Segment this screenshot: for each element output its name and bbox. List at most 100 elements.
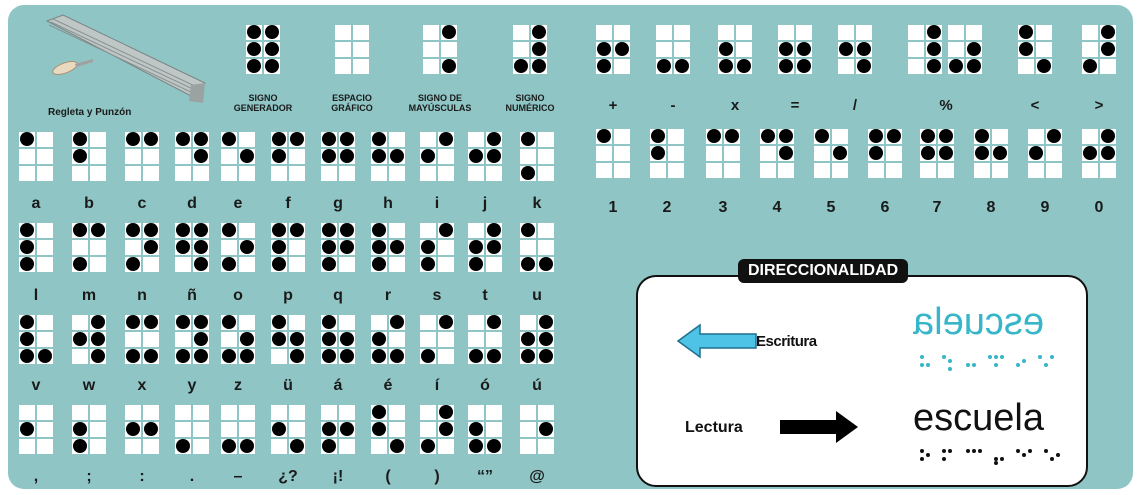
letter-cell <box>19 132 53 181</box>
braille-dot <box>651 129 665 143</box>
number-cell <box>1082 129 1116 178</box>
operator-cell <box>656 25 690 74</box>
sign-cell <box>335 25 369 74</box>
letter-label: : <box>139 468 145 485</box>
braille-dot <box>532 42 546 56</box>
braille-dot <box>469 149 483 163</box>
braille-dot <box>322 132 336 146</box>
braille-dot <box>615 42 629 56</box>
letter-cell <box>72 223 106 272</box>
braille-dot <box>240 149 254 163</box>
braille-dot <box>439 405 453 419</box>
braille-dot <box>247 59 261 73</box>
letter-label: p <box>283 287 293 304</box>
braille-dot <box>290 332 304 346</box>
braille-dot <box>439 223 453 237</box>
sign-cell <box>423 25 457 74</box>
letter-cell <box>371 405 405 454</box>
braille-dot <box>265 59 279 73</box>
number-cell <box>920 129 954 178</box>
braille-dot <box>290 223 304 237</box>
braille-dot <box>657 59 671 73</box>
braille-dot <box>421 439 435 453</box>
number-label: 9 <box>1040 199 1050 216</box>
braille-dot <box>993 146 1007 160</box>
letter-label: z <box>234 377 242 394</box>
number-cell <box>650 129 684 178</box>
letter-cell <box>420 315 454 364</box>
letter-cell <box>520 132 554 181</box>
braille-dot <box>857 42 871 56</box>
braille-dot <box>73 132 87 146</box>
braille-dot <box>322 439 336 453</box>
letter-label: r <box>384 287 392 304</box>
braille-dot <box>521 166 535 180</box>
braille-dot <box>272 223 286 237</box>
operator-label: / <box>852 97 858 114</box>
braille-dot <box>539 332 553 346</box>
letter-cell <box>125 132 159 181</box>
letter-label: e <box>233 195 243 212</box>
braille-dot <box>539 257 553 271</box>
letter-cell <box>371 223 405 272</box>
braille-dot <box>176 223 190 237</box>
letter-cell <box>72 315 106 364</box>
braille-dot <box>73 422 87 436</box>
braille-dot <box>91 315 105 329</box>
braille-dot <box>272 315 286 329</box>
braille-dot <box>421 257 435 271</box>
braille-dot <box>73 439 87 453</box>
braille-dot <box>222 132 236 146</box>
braille-dot <box>20 315 34 329</box>
letter-label: u <box>532 287 542 304</box>
braille-dot <box>340 132 354 146</box>
braille-dot <box>390 315 404 329</box>
braille-dot <box>921 129 935 143</box>
number-label: 2 <box>662 199 672 216</box>
operator-label: > <box>1094 97 1104 114</box>
braille-dot <box>265 42 279 56</box>
braille-dot <box>1047 129 1061 143</box>
letter-cell <box>72 405 106 454</box>
letter-label: ¡! <box>332 468 344 485</box>
braille-dot <box>725 129 739 143</box>
operator-cell <box>838 25 872 74</box>
braille-dot <box>126 315 140 329</box>
letter-label: – <box>233 468 243 485</box>
braille-dot <box>761 129 775 143</box>
braille-dot <box>487 240 501 254</box>
braille-dot <box>539 422 553 436</box>
braille-dot <box>176 349 190 363</box>
operator-cell <box>596 25 630 74</box>
braille-dot <box>797 59 811 73</box>
braille-dot <box>222 223 236 237</box>
braille-dot <box>921 146 935 160</box>
braille-dot <box>38 349 52 363</box>
braille-dot <box>222 315 236 329</box>
braille-dot <box>20 257 34 271</box>
number-label: 8 <box>986 199 996 216</box>
braille-dot <box>1019 42 1033 56</box>
writing-arrow-icon <box>676 323 757 359</box>
braille-dot <box>73 223 87 237</box>
braille-dot <box>521 223 535 237</box>
braille-dot <box>322 349 336 363</box>
number-cell <box>974 129 1008 178</box>
braille-dot <box>272 332 286 346</box>
braille-dot <box>927 59 941 73</box>
letter-cell <box>420 132 454 181</box>
letter-cell <box>221 132 255 181</box>
braille-dot <box>176 132 190 146</box>
braille-dot <box>272 422 286 436</box>
letter-cell <box>125 405 159 454</box>
braille-dot <box>20 332 34 346</box>
braille-dot <box>597 42 611 56</box>
braille-dot <box>176 439 190 453</box>
braille-dot <box>651 146 665 160</box>
letter-cell <box>19 405 53 454</box>
braille-dot <box>372 405 386 419</box>
braille-dot <box>539 315 553 329</box>
letter-label: í <box>434 377 440 394</box>
braille-dot <box>597 59 611 73</box>
